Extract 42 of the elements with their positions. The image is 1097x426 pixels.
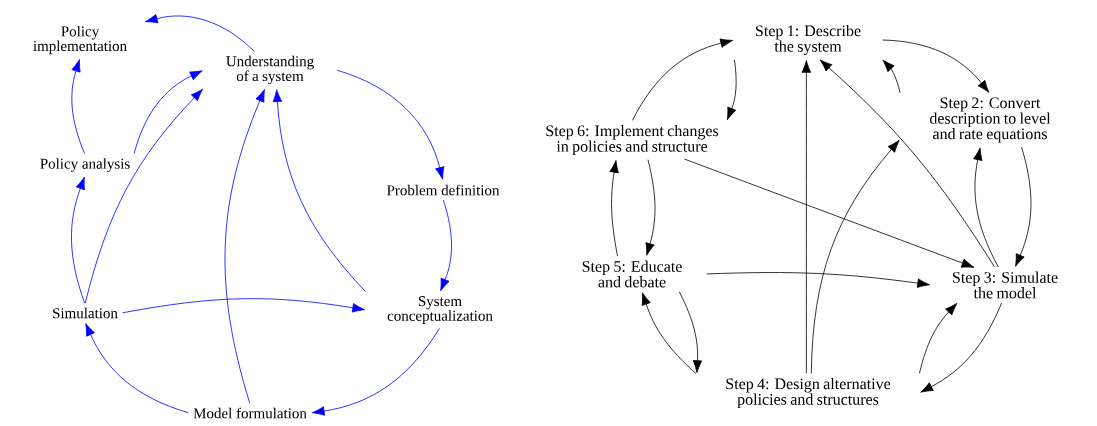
arrow [801,60,812,374]
node-label: Step 6: Implement changes in policies and structure [546,124,719,156]
arrow [71,176,86,304]
node-label: Understanding of a system [226,55,314,85]
arrow [133,70,203,154]
arrow [1015,146,1032,267]
arrow [122,298,365,314]
node-label: Step 1: Describe the system [756,24,861,55]
node-label: Step 2: Convert description to level and rate equations [929,97,1051,143]
node-label: Simulation [53,307,118,319]
node-label: Problem definition [387,184,500,196]
arrow [85,323,189,414]
node-label: Step 3: Simulate the model [953,271,1058,299]
arrow [336,69,445,180]
node-label: Step 4: Design alternative policies and structures [726,377,891,409]
node-label: Model formulation [193,407,307,419]
arrow [71,59,85,154]
arrow [973,147,999,268]
node-label: System conceptualization [387,296,493,324]
arrow [272,89,366,293]
arrow [920,302,1002,393]
arrow [810,139,900,374]
arrow [144,14,255,52]
arrow [311,328,440,416]
node-label: Policy implementation [33,25,127,55]
arrow [706,272,930,288]
arrow [224,89,265,404]
arrow [882,59,901,94]
arrow [641,292,697,374]
arrow [679,291,703,373]
arrow [684,158,975,268]
arrow [632,38,734,121]
arrow [440,199,452,292]
arrow [819,59,995,268]
node-label: Step 5: Educate and debate [582,260,682,288]
node-label: Policy analysis [40,158,130,172]
arrow [609,160,619,257]
arrow [882,39,990,93]
arrow [726,59,737,121]
arrow [645,159,656,256]
arrow [919,302,958,374]
arrow [84,88,203,304]
